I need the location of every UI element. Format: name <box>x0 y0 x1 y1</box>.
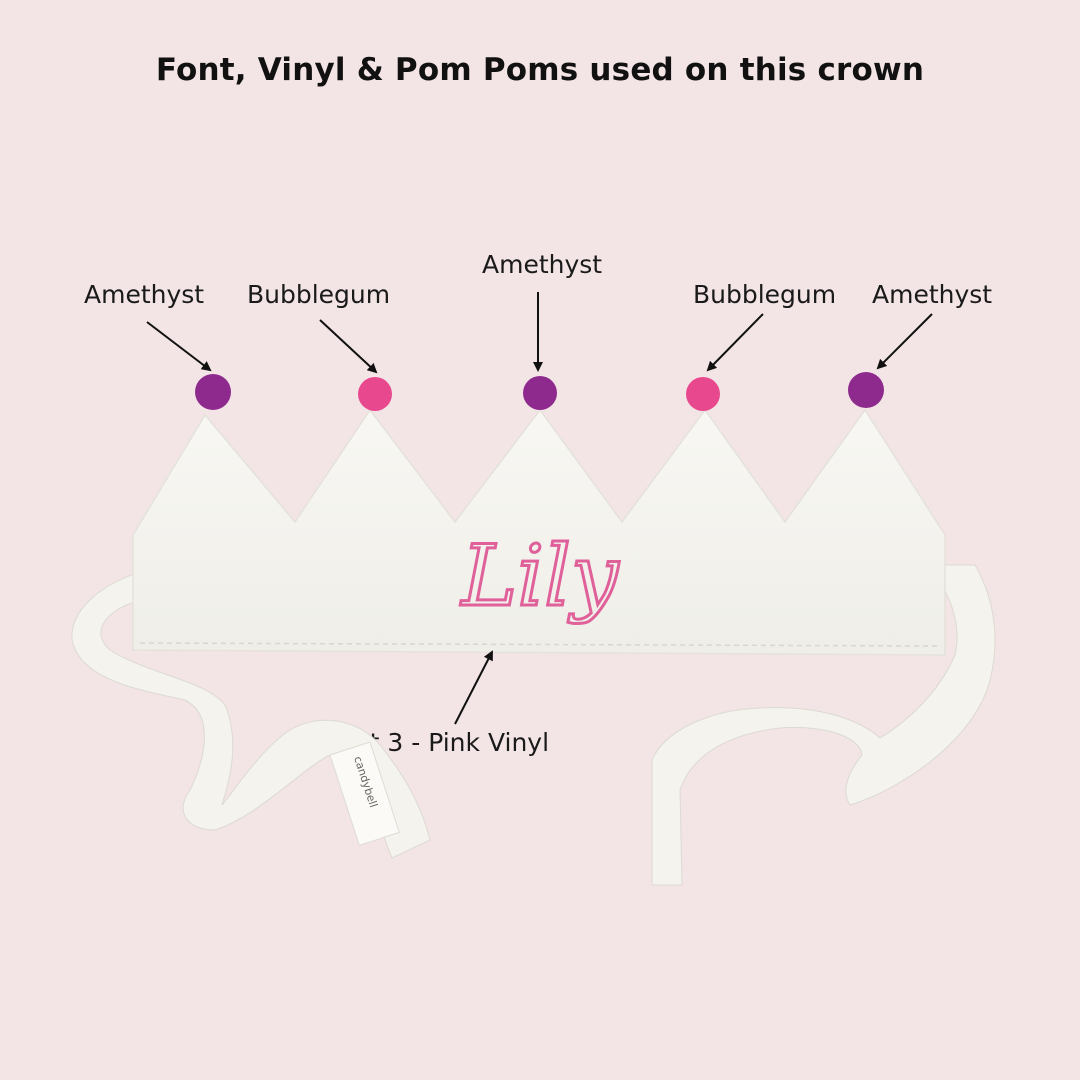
pompom-bubblegum-1 <box>358 377 392 411</box>
crown-name-text: Lily <box>460 527 621 625</box>
brand-tag: candybell <box>329 741 400 846</box>
pompom-label-4: Bubblegum <box>693 280 837 309</box>
page-title: Font, Vinyl & Pom Poms used on this crow… <box>155 52 925 88</box>
pompom-amethyst-3 <box>848 372 884 408</box>
right-ribbon <box>651 564 996 886</box>
crown-stitching <box>139 642 939 647</box>
crown-body <box>132 408 946 656</box>
arrow-to-font <box>454 650 493 725</box>
pompom-bubblegum-2 <box>686 377 720 411</box>
pompom-label-2: Bubblegum <box>247 280 391 309</box>
pompom-amethyst-2 <box>523 376 557 410</box>
pompom-label-5: Amethyst <box>872 280 993 309</box>
pompom-label-3: Amethyst <box>482 250 603 279</box>
pompom-amethyst-1 <box>195 374 231 410</box>
arrow-to-pompom-1 <box>146 321 212 372</box>
arrow-to-pompom-4 <box>706 313 764 372</box>
arrow-to-pompom-5 <box>876 313 933 370</box>
arrow-to-pompom-2 <box>319 319 378 374</box>
pompom-label-1: Amethyst <box>84 280 205 309</box>
